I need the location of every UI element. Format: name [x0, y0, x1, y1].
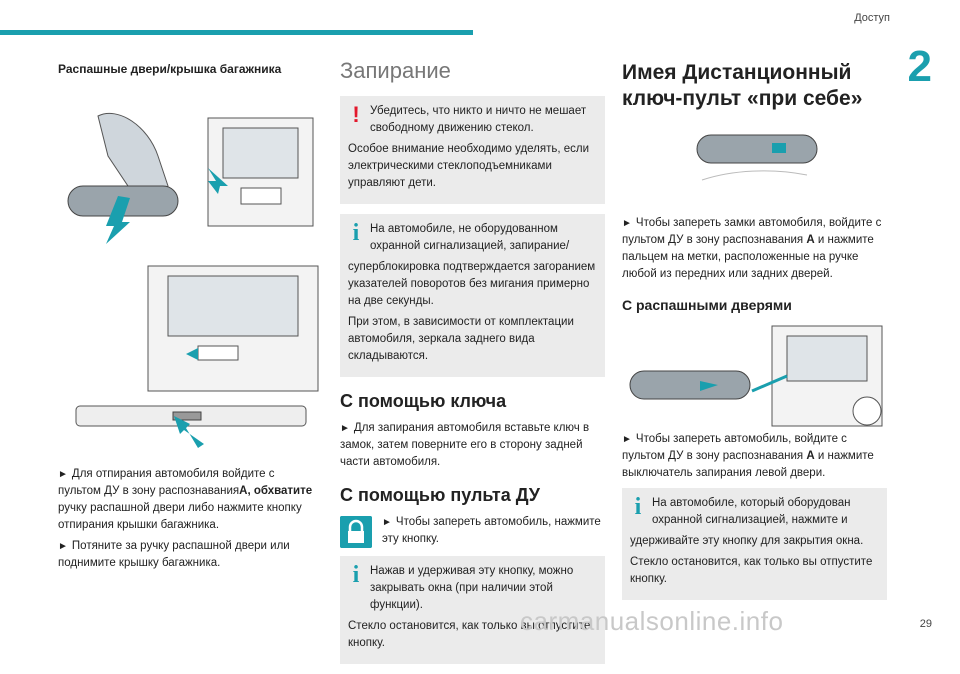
info-box-alarm: i На автомобиле, не оборудованном охранн…: [340, 214, 605, 377]
info-icon: i: [352, 220, 360, 246]
swing-doors-heading: Распашные двери/крышка багажника: [58, 62, 282, 76]
key-text: ►Для запирания автомобиля вставьте ключ …: [340, 422, 590, 468]
column-middle: Запирание ! Убедитесь, что никто и ничто…: [340, 52, 605, 674]
hand-handle-illustration: [58, 76, 320, 256]
swing-doors-text: ►Чтобы запереть автомобиль, войдите с пу…: [622, 433, 874, 479]
door-handle-illustration: [622, 120, 887, 215]
lock-icon: [340, 516, 372, 548]
watermark: carmanualsonline.info: [520, 606, 784, 636]
unlock-step-1: ►Для отпирания автомобиля войдите с пуль…: [58, 468, 313, 531]
arrow-bullet-icon: ►: [622, 434, 632, 445]
hands-free-text: ►Чтобы запереть замки автомобиля, войдит…: [622, 217, 882, 280]
tailgate-illustration: [58, 256, 320, 466]
arrow-bullet-icon: ►: [58, 541, 68, 552]
column-right: Имея Дистанционный ключ-пульт «при себе»…: [622, 52, 887, 610]
hands-free-heading: Имея Дистанционный ключ-пульт «при себе»: [622, 61, 863, 110]
warning-icon: !: [352, 102, 360, 127]
page-number: 29: [919, 618, 932, 630]
section-title: Доступ: [854, 12, 890, 24]
locking-heading: Запирание: [340, 58, 451, 83]
info-icon: i: [634, 494, 642, 520]
remote-heading: С помощью пульта ДУ: [340, 485, 540, 505]
arrow-bullet-icon: ►: [340, 423, 350, 434]
key-heading: С помощью ключа: [340, 391, 507, 411]
top-accent-bar: [0, 30, 473, 35]
info-box-alarm-windows: i На автомобиле, который оборудован охра…: [622, 488, 887, 600]
info-icon: i: [352, 562, 360, 588]
remote-lock-row: ►Чтобы запереть автомобиль, нажмите эту …: [340, 514, 605, 550]
arrow-bullet-icon: ►: [622, 218, 632, 229]
swing-door-illustration: [622, 321, 887, 431]
arrow-bullet-icon: ►: [58, 469, 68, 480]
arrow-bullet-icon: ►: [382, 517, 392, 528]
column-left: Распашные двери/крышка багажника ►Для от…: [58, 52, 320, 576]
swing-doors-subheading: С распашными дверями: [622, 297, 792, 313]
unlock-step-2: ►Потяните за ручку распашной двери или п…: [58, 540, 290, 569]
warning-box: ! Убедитесь, что никто и ничто не мешает…: [340, 96, 605, 204]
chapter-number: 2: [907, 42, 932, 91]
